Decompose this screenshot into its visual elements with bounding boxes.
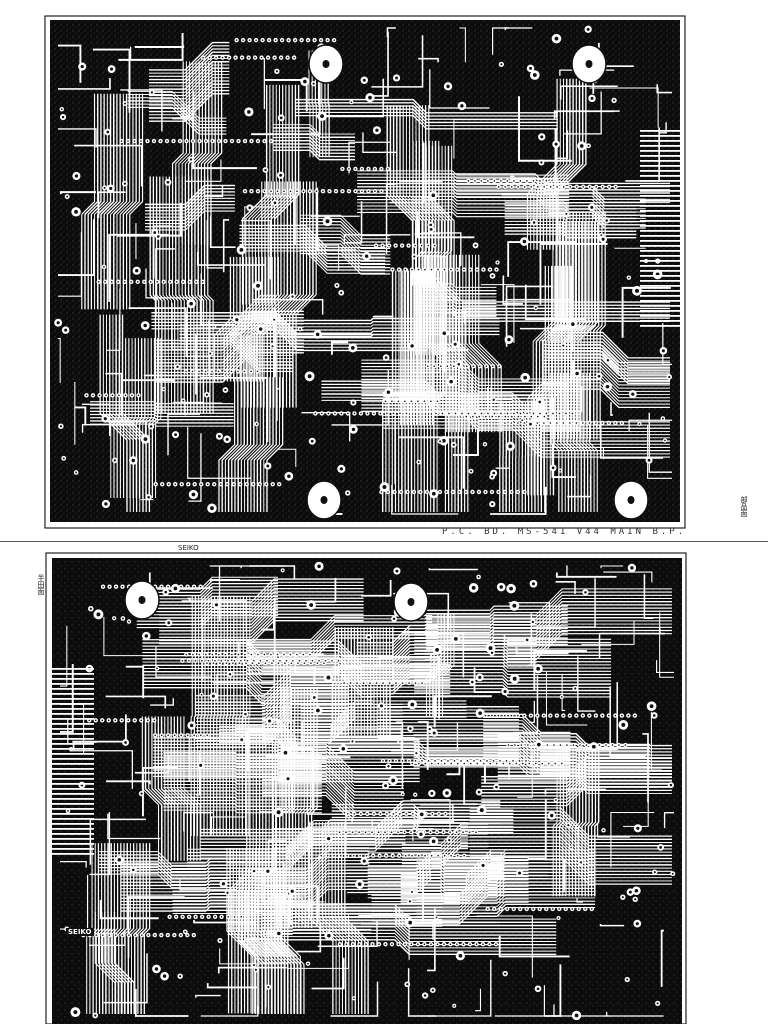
mounting-hole [613,480,649,520]
scan-divider-line [0,541,768,542]
board-tag: SEIKO [66,928,94,936]
board-caption: P.C. BD. MS-541 V44 MAIN B.P. [442,527,687,537]
pad-group [52,561,676,1021]
mounting-hole [306,480,342,520]
mounting-hole [571,44,607,84]
mounting-hole [308,44,344,84]
pad-group [54,25,680,520]
top-board-panel [44,15,686,529]
bottom-board-panel [45,552,687,1024]
bottom-side-mark: 半田面 [37,574,45,595]
mounting-hole [124,580,160,620]
mounting-hole [393,582,429,622]
board-sticker: SEIKO [178,544,199,552]
top-side-mark: 部品面 [740,496,748,517]
